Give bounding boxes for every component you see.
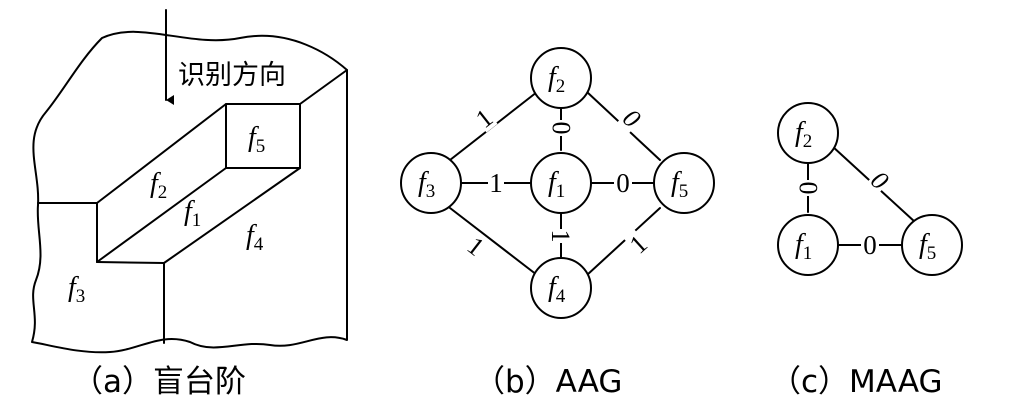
node-f2	[530, 47, 592, 109]
part-outline	[31, 30, 348, 354]
svg-text:1: 1	[624, 229, 653, 259]
edge-label-f1-f5: 0	[861, 230, 879, 260]
face-label-f5: f5	[248, 122, 265, 157]
face-label-f3: f3	[68, 272, 85, 307]
edge-label-f1-f4: 1	[546, 229, 575, 243]
edge-f4-f5	[586, 207, 661, 276]
edge-label-f4-f5: 1	[624, 229, 653, 259]
svg-text:1: 1	[546, 230, 575, 243]
edge-label-f3-f1: 1	[488, 168, 504, 198]
caption-a: （a）盲台阶	[72, 364, 246, 400]
node-f1	[530, 152, 592, 214]
svg-text:0: 0	[863, 230, 877, 260]
direction-label: 识别方向	[178, 60, 286, 91]
edge-label-f1-f5: 0	[614, 168, 632, 198]
edge-label-f2-f1: 0	[794, 180, 823, 196]
node-f1	[777, 214, 839, 276]
node-label-f5: f5	[919, 229, 936, 264]
node-f5	[901, 214, 963, 276]
face-label-f4: f4	[246, 220, 264, 255]
node-label-f1: f1	[795, 229, 812, 264]
node-f2	[777, 102, 839, 164]
svg-text:1: 1	[489, 168, 503, 198]
node-label-f1: f1	[548, 167, 565, 202]
panel-b-aag: f2 f3 f1 f5 f4 1 0 0 1	[400, 47, 715, 400]
svg-text:0: 0	[794, 182, 823, 195]
svg-text:0: 0	[547, 122, 576, 135]
svg-text:0: 0	[616, 168, 630, 198]
node-label-f4: f4	[548, 272, 566, 307]
panel-a-blind-step: 识别方向 f2 f1 f5 f4 f3 （a）盲台阶	[31, 9, 348, 400]
node-label-f2: f2	[795, 117, 812, 152]
edge-label-f2-f3: 1	[470, 103, 498, 134]
caption-c: （c）MAAG	[770, 364, 943, 400]
edge-label-f2-f5: 0	[617, 102, 647, 133]
node-label-f5: f5	[671, 167, 688, 202]
node-f3	[400, 152, 462, 214]
edge-label-f2-f1: 0	[547, 120, 576, 136]
face-label-f2: f2	[150, 168, 167, 203]
edge-f3-f4	[449, 207, 538, 276]
edge-label-f3-f4: 1	[462, 231, 490, 262]
node-label-f2: f2	[548, 62, 565, 97]
node-f4	[530, 257, 592, 319]
face-label-f1: f1	[184, 196, 201, 231]
face-f5-outline	[225, 103, 301, 169]
panel-c-maag: f2 f1 f5 0 0 0 （c）MAAG	[770, 102, 963, 400]
caption-b: （b）AAG	[474, 364, 622, 400]
node-label-f3: f3	[418, 167, 435, 202]
node-f5	[653, 152, 715, 214]
